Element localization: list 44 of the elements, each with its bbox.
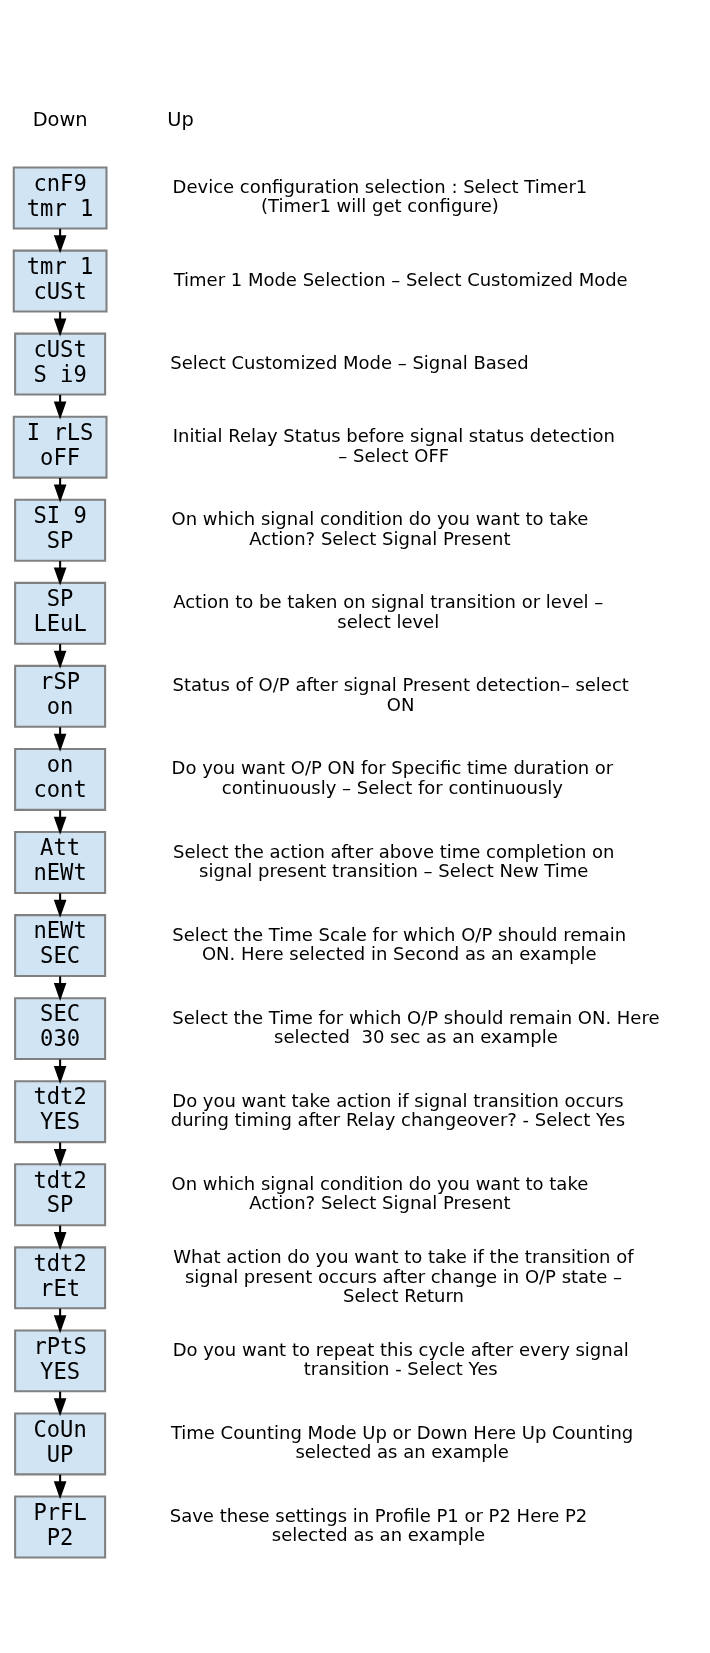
- arrow: [53, 561, 67, 586]
- node-box: nEWt SEC: [14, 914, 107, 978]
- arrow: [53, 976, 67, 1001]
- node-box: cUSt S i9: [14, 332, 107, 396]
- node-label: Select the action after above time completion on signal present transition – Select New Time: [173, 840, 615, 881]
- node-box: tmr 1 cUSt: [12, 249, 108, 313]
- node-box: SI 9 SP: [14, 498, 107, 562]
- arrow: [53, 893, 67, 918]
- node-box: PrFL P2: [14, 1495, 107, 1559]
- node-box: SP LEuL: [14, 581, 107, 645]
- node-label: On which signal condition do you want to take Action? Select Signal Present: [171, 508, 589, 549]
- node-label: Do you want O/P ON for Specific time duration or continuously – Select for continuously: [171, 757, 614, 798]
- arrow: [53, 727, 67, 752]
- arrow: [53, 1059, 67, 1084]
- node-label: Select the Time Scale for which O/P should remain ON. Here selected in Second as an example: [172, 923, 627, 964]
- node-box: SEC 030: [14, 997, 107, 1061]
- node-box: I rLS oFF: [12, 415, 108, 479]
- node-box: rSP on: [14, 664, 107, 728]
- node-label: Time Counting Mode Up or Down Here Up Counting selected as an example: [170, 1421, 634, 1463]
- node-box: tdt2 rEt: [14, 1246, 107, 1310]
- node-label: Timer 1 Mode Selection – Select Customized Mode: [173, 268, 628, 290]
- node-box: on cont: [14, 747, 107, 811]
- node-label: Device configuration selection : Select Timer1 (Timer1 will get configure): [172, 176, 588, 217]
- node-box: cnF9 tmr 1: [12, 166, 108, 230]
- label: Down: [32, 107, 88, 131]
- node-label: Action to be taken on signal transition or level – select level: [173, 591, 604, 632]
- node-box: tdt2 YES: [14, 1080, 107, 1144]
- node-label: Do you want take action if signal transition occurs during timing after Relay changeover? - Select Yes: [170, 1089, 626, 1131]
- node-box: Att nEWt: [14, 831, 107, 894]
- node-label: What action do you want to take if the transition of signal present occurs after change in O/P state – Select Return: [173, 1246, 634, 1306]
- label: Up: [167, 107, 194, 131]
- node-label: Select the Time for which O/P should remain ON. Here selected 30 sec as an example: [172, 1006, 660, 1048]
- node-label: On which signal condition do you want to take Action? Select Signal Present: [171, 1172, 589, 1214]
- node-label: Do you want to repeat this cycle after every signal transition - Select Yes: [172, 1338, 629, 1380]
- node-label: Status of O/P after signal Present detection– select ON: [172, 674, 629, 715]
- node-box: rPtS YES: [14, 1329, 107, 1393]
- node-label: Save these settings in Profile P1 or P2 Here P2 selected as an example: [169, 1505, 588, 1546]
- arrow: [53, 644, 67, 669]
- node-box: tdt2 SP: [14, 1163, 107, 1227]
- arrow: [53, 478, 67, 503]
- arrow: [53, 810, 67, 835]
- node-label: Select Customized Mode – Signal Based: [170, 351, 529, 373]
- node-label: Initial Relay Status before signal status detection – Select OFF: [172, 425, 615, 466]
- node-box: CoUn UP: [14, 1412, 107, 1476]
